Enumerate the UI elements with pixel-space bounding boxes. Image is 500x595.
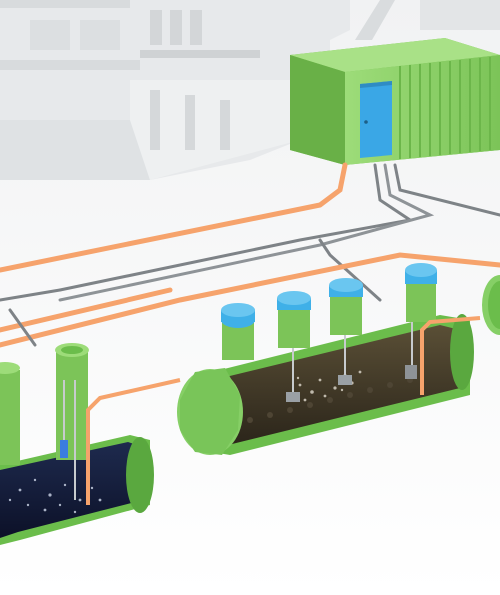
- building-icon: [0, 0, 500, 180]
- septic-tank-icon: [482, 275, 500, 335]
- door: [360, 81, 392, 158]
- septic-tank-icon: [0, 343, 181, 545]
- container-icon: [290, 38, 500, 165]
- septic-tank-icon: [177, 263, 481, 455]
- pipe-icon: [0, 162, 500, 348]
